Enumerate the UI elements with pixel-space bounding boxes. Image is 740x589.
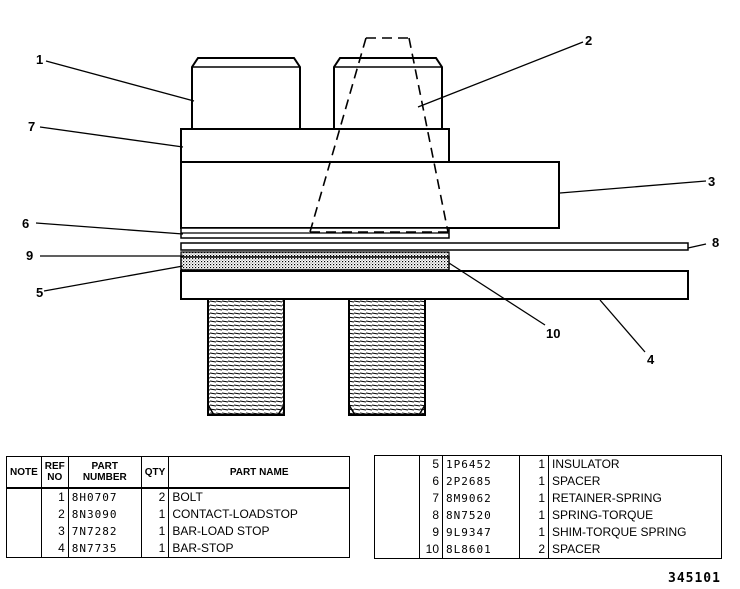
callout-10: 10 [546,326,560,341]
figure-number: 345101 [668,571,721,586]
header-part-name: PART NAME [168,456,350,489]
header-qty: QTY [141,456,170,489]
bolt-head-right [333,57,443,129]
callout-2: 2 [585,33,592,48]
callout-5: 5 [36,285,43,300]
leader-lines [35,41,707,353]
callout-4: 4 [647,352,655,367]
table-row: 3 7N7282 1 BAR-LOAD STOP [6,523,350,540]
insulator [180,256,450,271]
callout-3: 3 [708,174,715,189]
table-row: 8 8N7520 1 SPRING-TORQUE [374,507,722,524]
table-row: 2 8N3090 1 CONTACT-LOADSTOP [6,506,350,523]
spring-retainer [180,128,450,163]
bolt-shank-left [207,298,285,416]
exploded-assembly-drawing: 1 2 3 4 5 6 7 8 9 10 [22,33,719,416]
stop-bar [180,270,689,300]
callout-7: 7 [28,119,35,134]
table-row: 9 9L9347 1 SHIM-TORQUE SPRING [374,524,722,541]
table-row: 7 8M9062 1 RETAINER-SPRING [374,490,722,507]
callout-1: 1 [36,52,43,67]
parts-table-right: 5 1P6452 1 INSULATOR 6 2P2685 1 SPACER 7… [374,455,722,559]
table-row: 5 1P6452 1 INSULATOR [374,455,722,473]
table-row: 1 8H0707 2 BOLT [6,488,350,506]
callout-9: 9 [26,248,33,263]
table-row: 4 8N7735 1 BAR-STOP [6,540,350,558]
table-row: 10 8L8601 2 SPACER [374,541,722,559]
callout-labels: 1 2 3 4 5 6 7 8 9 10 [22,33,719,367]
load-stop-bar [180,161,560,229]
header-note: NOTE [6,456,42,489]
callout-8: 8 [712,235,719,250]
callout-6: 6 [22,216,29,231]
load-stop-contact [309,37,449,233]
torque-spring [180,242,689,251]
table-row: 6 2P2685 1 SPACER [374,473,722,490]
bolt-head-left [191,57,301,129]
bolt-shank-right [348,298,426,416]
